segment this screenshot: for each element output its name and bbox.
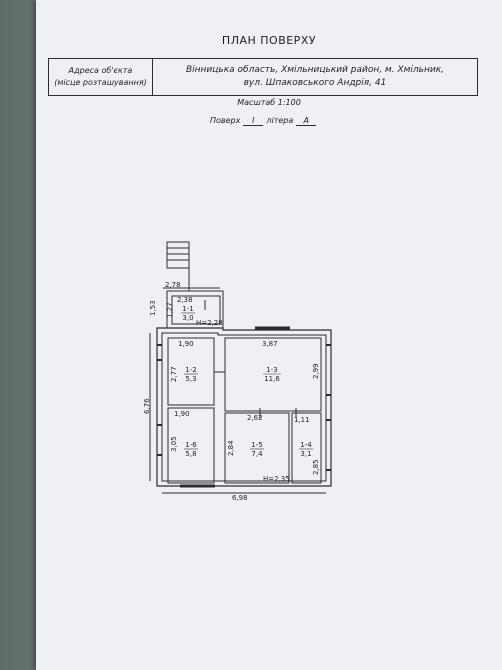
room-1-1-area: 3,0	[182, 314, 193, 322]
room-1-5-outline	[224, 412, 290, 484]
dim-room15-width: 2,62	[247, 414, 263, 422]
dim-room13-depth: 2,99	[312, 363, 320, 379]
dim-overall-depth: 6,76	[143, 398, 151, 414]
litera-label: літера	[266, 116, 294, 125]
document-page: ПЛАН ПОВЕРХУ Адреса об'єкта (місце розта…	[36, 0, 502, 670]
floor-value: I	[243, 116, 264, 126]
address-label-line2: (місце розташування)	[54, 78, 147, 87]
dim-porch-depth-inner: 1,27	[166, 302, 174, 318]
dimension-labels: 2,78 2,38 1,53 1,27 H=2,28 1,90 2,77 3,8…	[143, 281, 320, 502]
address-label-line1: Адреса об'єкта	[68, 66, 133, 75]
dim-room16-depth: 3,05	[170, 436, 178, 452]
dim-room14-width: 1,11	[294, 416, 310, 424]
room-1-6-area: 5,8	[185, 450, 196, 458]
room-1-6-outline	[167, 407, 215, 484]
dim-height-porch: H=2,28	[196, 319, 223, 327]
room-1-4-id: 1-4	[300, 441, 312, 449]
dim-room15-depth: 2,84	[227, 440, 235, 456]
porch-inner	[171, 295, 221, 325]
room-1-1-id: 1-1	[182, 305, 193, 313]
dim-room12-depth: 2,77	[170, 366, 178, 382]
dim-room12-width: 1,90	[178, 340, 194, 348]
dim-room13-width: 3,87	[262, 340, 278, 348]
address-value-line1: Вінницька область, Хмільницький район, м…	[186, 65, 444, 75]
room-1-2-id: 1-2	[185, 366, 196, 374]
room-1-3-outline	[224, 337, 322, 412]
dim-outer-top-porch: 2,78	[165, 281, 181, 289]
dim-inner-top-porch: 2,38	[177, 296, 193, 304]
dim-porch-depth-outer: 1,53	[149, 300, 157, 316]
dim-room14-depth: 2,85	[312, 459, 320, 475]
room-1-3-id: 1-3	[266, 366, 277, 374]
floor-line: Поверх I літера А	[210, 116, 317, 126]
room-1-4-outline	[291, 412, 322, 484]
room-1-2-area: 5,3	[185, 375, 196, 383]
page-title: ПЛАН ПОВЕРХУ	[221, 34, 317, 47]
outer-wall	[156, 327, 332, 487]
address-value-line2: вул. Шпаковського Андрія, 41	[243, 78, 387, 88]
inner-wall	[161, 332, 327, 482]
room-1-5-id: 1-5	[251, 441, 262, 449]
address-label-cell: Адреса об'єкта (місце розташування)	[49, 59, 153, 95]
room-1-6-id: 1-6	[185, 441, 197, 449]
dim-overall-width: 6,98	[232, 494, 248, 502]
address-value-cell: Вінницька область, Хмільницький район, м…	[153, 59, 477, 95]
room-labels: 1-1 3,0 1-2 5,3 1-3 11,6 1-6 5,8 1-5 7,4…	[181, 305, 313, 458]
dim-height-main: H=2,35	[263, 475, 290, 483]
room-1-5-area: 7,4	[251, 450, 263, 458]
room-1-4-area: 3,1	[300, 450, 311, 458]
scale-label: Масштаб 1:100	[237, 98, 301, 107]
room-1-3-area: 11,6	[264, 375, 280, 383]
stairs	[166, 241, 190, 269]
litera-value: А	[296, 116, 317, 126]
dim-room16-width: 1,90	[174, 410, 190, 418]
address-table: Адреса об'єкта (місце розташування) Вінн…	[48, 58, 478, 96]
floor-label: Поверх	[210, 116, 241, 125]
